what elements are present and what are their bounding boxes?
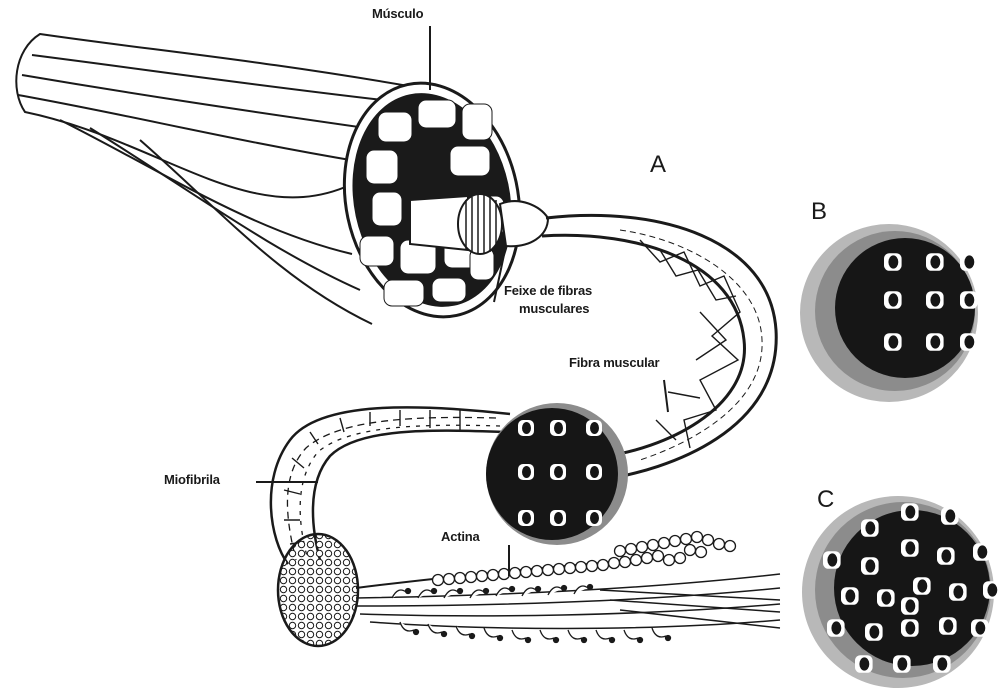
label-panel-a: A xyxy=(650,152,666,178)
filament-peg xyxy=(884,291,902,309)
filament-peg xyxy=(933,655,951,673)
filament-peg xyxy=(550,510,566,526)
filament-peg xyxy=(823,551,841,569)
label-panel-b: B xyxy=(811,199,827,225)
filament-peg xyxy=(586,420,602,436)
filament-peg xyxy=(983,581,1001,599)
filament-peg xyxy=(855,655,873,673)
filament-peg xyxy=(841,587,859,605)
label-panel-c: C xyxy=(817,487,834,513)
filament-peg xyxy=(901,539,919,557)
filament-peg xyxy=(971,619,989,637)
filament-peg xyxy=(949,583,967,601)
filament-peg xyxy=(926,253,944,271)
label-myofibril: Miofibrila xyxy=(164,472,220,488)
filament-peg xyxy=(926,291,944,309)
filament-peg xyxy=(586,510,602,526)
fiber-cross-section xyxy=(486,403,628,545)
label-actin: Actina xyxy=(441,529,480,545)
filament-pegs-b xyxy=(884,253,978,351)
filament-peg xyxy=(827,619,845,637)
label-bundle-line1: Feixe de fibras xyxy=(504,283,592,299)
filament-peg xyxy=(865,623,883,641)
filament-peg xyxy=(877,589,895,607)
label-bundle-line2: musculares xyxy=(519,301,589,317)
filament-peg xyxy=(861,519,879,537)
filament-peg xyxy=(941,507,959,525)
leader-fiber xyxy=(664,380,668,412)
filament-peg xyxy=(960,291,978,309)
filament-peg xyxy=(893,655,911,673)
label-muscle: Músculo xyxy=(372,6,423,22)
filament-peg xyxy=(586,464,602,480)
myofibril-end xyxy=(278,534,358,646)
filament-peg xyxy=(937,547,955,565)
filament-peg xyxy=(901,597,919,615)
filament-peg xyxy=(518,420,534,436)
filament-peg xyxy=(861,557,879,575)
filament-peg xyxy=(960,333,978,351)
filament-peg xyxy=(884,333,902,351)
filament-peg xyxy=(926,333,944,351)
label-fiber: Fibra muscular xyxy=(569,355,659,371)
filament-peg xyxy=(550,420,566,436)
filament-peg xyxy=(884,253,902,271)
filament-peg xyxy=(550,464,566,480)
filament-peg xyxy=(901,503,919,521)
filament-peg xyxy=(973,543,991,561)
panel-b-cross-section xyxy=(800,224,978,402)
myosin-strands xyxy=(356,574,780,629)
filaments xyxy=(356,532,780,643)
filament-peg xyxy=(518,510,534,526)
filament-peg xyxy=(960,253,978,271)
filament-peg xyxy=(901,619,919,637)
filament-peg xyxy=(518,464,534,480)
filament-peg xyxy=(913,577,931,595)
filament-peg xyxy=(939,617,957,635)
panel-c-cross-section xyxy=(802,496,1001,688)
